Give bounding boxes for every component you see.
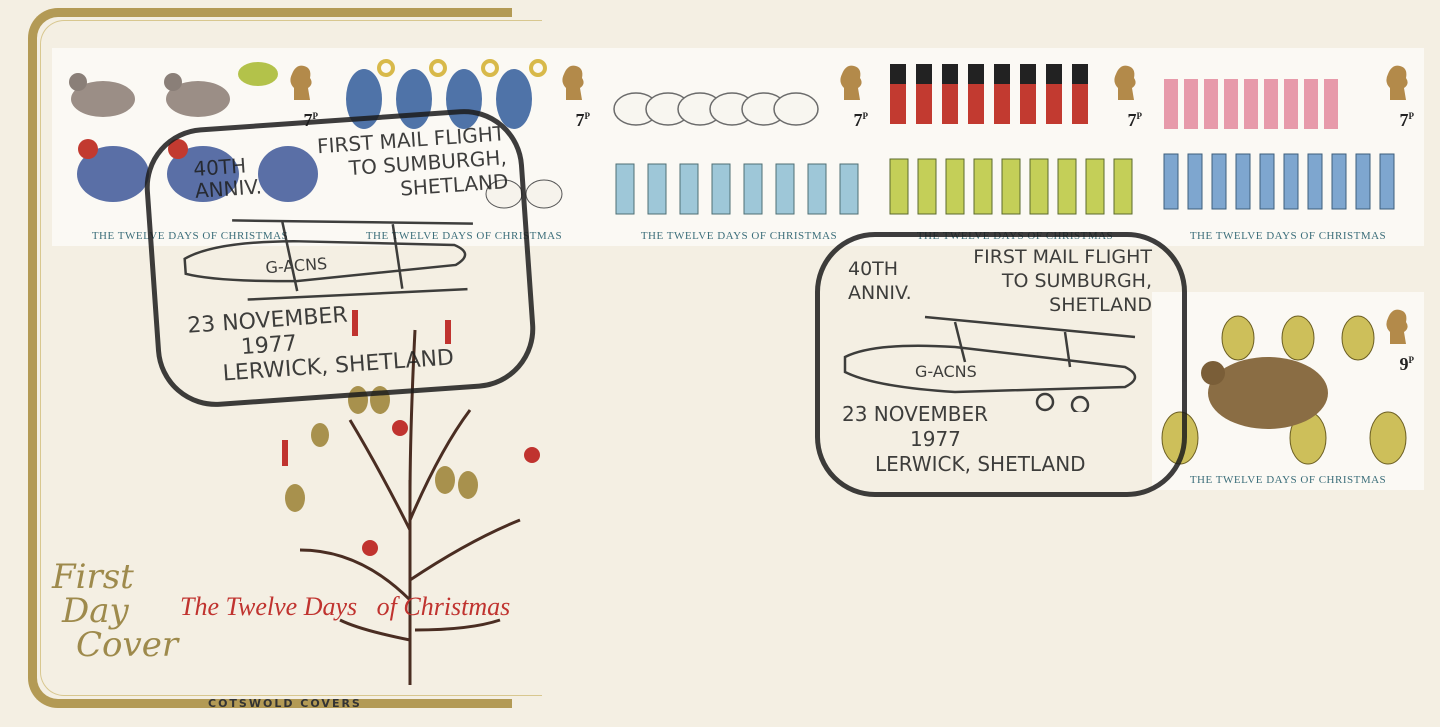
stamp-swans-maids: 7P THE TWELVE DAYS OF CHRISTMAS	[600, 48, 878, 246]
drummers-pipers-illustration	[889, 64, 1133, 215]
publisher-name: COTSWOLD COVERS	[208, 697, 362, 710]
birds-geese-illustration	[346, 59, 563, 209]
stamp-caption: THE TWELVE DAYS OF CHRISTMAS	[1189, 230, 1387, 242]
queen-head-icon	[290, 65, 312, 100]
stamp-ladies-lords: 7P THE TWELVE DAYS OF CHRISTMAS	[1152, 48, 1424, 246]
fdc-line-1: First	[52, 557, 134, 597]
queen-head-icon	[1386, 309, 1408, 344]
gold-border	[28, 8, 542, 708]
swans-maids-illustration	[613, 92, 859, 215]
queen-head-icon	[562, 65, 584, 100]
stamp-caption: THE TWELVE DAYS OF CHRISTMAS	[91, 230, 289, 242]
stamp-value: 7P	[575, 110, 591, 130]
stamp-caption: THE TWELVE DAYS OF CHRISTMAS	[640, 230, 838, 242]
doves-hens-illustration	[69, 62, 318, 202]
fdc-line-3: Cover	[76, 625, 179, 665]
postmark-registration: G-ACNS	[265, 254, 328, 277]
stamp-value: 7P	[303, 110, 319, 130]
first-day-cover-title: First Day Cover	[52, 560, 178, 662]
ladies-lords-illustration	[1163, 79, 1395, 210]
stamp-birds-geese: 7P THE TWELVE DAYS OF CHRISTMAS	[328, 48, 600, 246]
theme-title: The Twelve Days of Christmas	[180, 592, 511, 621]
stamp-partridge: 9P THE TWELVE DAYS OF CHRISTMAS	[1152, 292, 1424, 490]
postmark-place: LERWICK, SHETLAND	[875, 452, 1086, 476]
stamp-drummers-pipers: 7P THE TWELVE DAYS OF CHRISTMAS	[878, 48, 1152, 246]
postmark-registration: G-ACNS	[915, 362, 977, 381]
stamp-caption: THE TWELVE DAYS OF CHRISTMAS	[365, 230, 563, 242]
stamp-doves-hens: 7P THE TWELVE DAYS OF CHRISTMAS	[52, 48, 328, 246]
biplane-icon: G-ACNS	[843, 315, 1137, 412]
postmark-year: 1977	[910, 427, 961, 451]
stamp-value: 9P	[1399, 354, 1415, 374]
stamp-value: 7P	[1399, 110, 1415, 130]
stamp-value: 7P	[1127, 110, 1143, 130]
postmark-date: 23 NOVEMBER	[842, 402, 988, 426]
partridge-pear-illustration	[1161, 315, 1407, 465]
queen-head-icon	[1386, 65, 1408, 100]
stamp-value: 7P	[853, 110, 869, 130]
fdc-line-2: Day	[62, 591, 129, 631]
pear-tree-illustration	[282, 310, 540, 685]
queen-head-icon	[840, 65, 862, 100]
biplane-icon: G-ACNS	[183, 219, 473, 301]
stamp-caption: THE TWELVE DAYS OF CHRISTMAS	[1189, 474, 1387, 486]
queen-head-icon	[1114, 65, 1136, 100]
